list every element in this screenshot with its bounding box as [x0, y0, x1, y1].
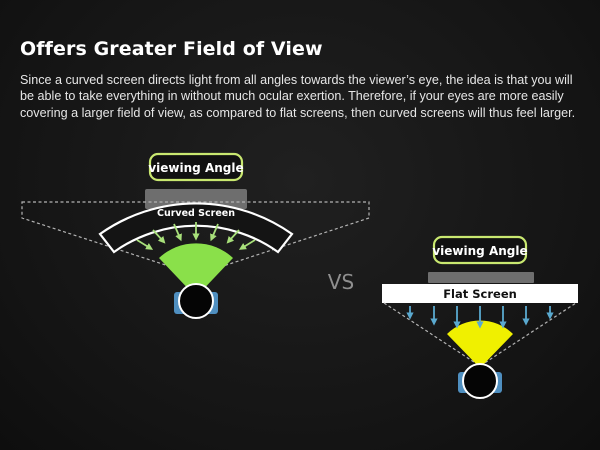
curved-stand: [145, 189, 247, 209]
flat-stand: [428, 272, 534, 283]
curved-viewing-angle-label: viewing Angle: [148, 161, 243, 175]
curved-viewer-head-icon: [174, 283, 218, 319]
curved-arrow: [173, 223, 182, 242]
vs-label: VS: [328, 270, 354, 294]
curved-light-arrows: [136, 222, 256, 250]
flat-viewing-angle-label: viewing Angle: [432, 244, 527, 258]
page-description: Since a curved screen directs light from…: [20, 73, 576, 120]
curved-screen-label: Curved Screen: [157, 208, 235, 219]
flat-light-arrows: [406, 306, 554, 329]
curved-arrow: [238, 239, 256, 250]
curved-viewing-cone: [159, 243, 233, 297]
flat-screen-group: viewing Angle Flat Screen: [382, 235, 578, 399]
curved-arrow: [136, 239, 154, 250]
page-title: Offers Greater Field of View: [20, 38, 323, 60]
flat-viewing-cone: [447, 320, 513, 368]
flat-screen: [382, 284, 578, 303]
curved-screen-group: viewing Angle Curved Screen: [21, 152, 370, 319]
curved-arrow: [226, 229, 240, 244]
flat-viewer-head-icon: [458, 363, 502, 399]
curved-viewing-angle-pill: viewing Angle: [148, 152, 244, 182]
curved-screen: [98, 202, 294, 254]
flat-viewing-angle-pill: viewing Angle: [432, 235, 528, 265]
curved-arrow: [152, 229, 166, 244]
flat-screen-label: Flat Screen: [443, 287, 517, 301]
curved-arrow: [210, 223, 219, 242]
